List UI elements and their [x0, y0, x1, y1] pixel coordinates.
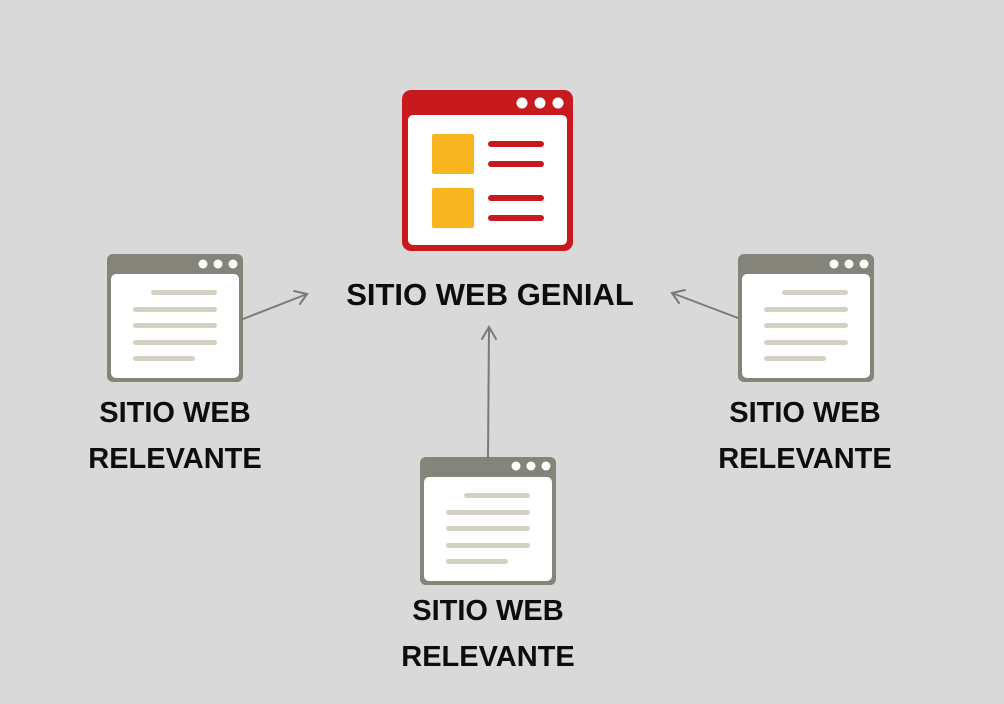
- node-label-right-line2: RELEVANTE: [718, 443, 892, 475]
- center-label: SITIO WEB GENIAL: [346, 277, 634, 312]
- node-label-bottom: SITIO WEB RELEVANTE: [383, 588, 593, 680]
- node-label-left-line2: RELEVANTE: [88, 443, 262, 475]
- webpage-icon-left: [107, 254, 243, 382]
- webpage-icon-right: [738, 254, 874, 382]
- webpage-icon-bottom: [420, 457, 556, 585]
- node-label-left: SITIO WEB RELEVANTE: [70, 390, 280, 482]
- arrow-bottom-to-center: [481, 325, 497, 458]
- node-label-bottom-line1: SITIO WEB: [412, 595, 564, 627]
- node-label-right: SITIO WEB RELEVANTE: [700, 390, 910, 482]
- arrow-right-to-center: [670, 289, 739, 319]
- featured-website-icon: [402, 90, 573, 251]
- node-label-right-line1: SITIO WEB: [729, 397, 881, 429]
- arrow-left-to-center: [242, 290, 309, 320]
- node-label-left-line1: SITIO WEB: [99, 397, 251, 429]
- node-label-bottom-line2: RELEVANTE: [401, 641, 575, 673]
